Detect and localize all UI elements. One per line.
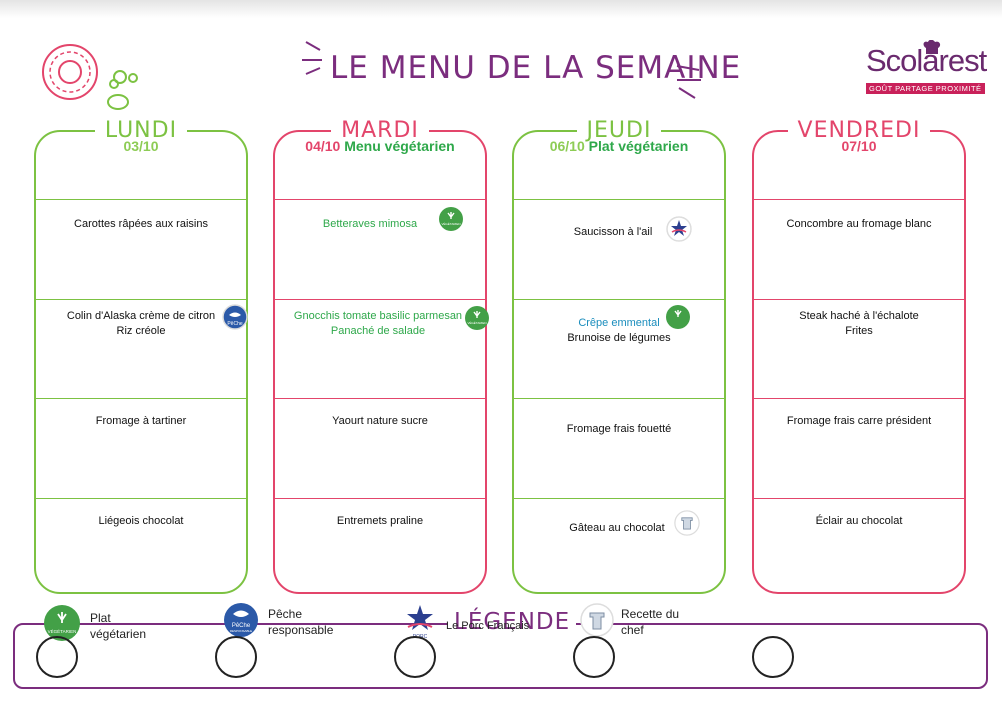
legend-label-line: responsable: [268, 623, 334, 637]
dish-cheese: Fromage frais carre président: [752, 414, 966, 429]
badge-text: PêChe: [232, 623, 251, 629]
day-name: MARDI: [331, 118, 429, 144]
dish-starter: Concombre au fromage blanc: [752, 217, 966, 232]
legend-label-line: végétarien: [90, 627, 147, 641]
legend-label-peche: Pêche responsable: [268, 606, 333, 638]
day-name: JEUDI: [576, 118, 662, 144]
dish-line: Carottes râpées aux raisins: [74, 218, 208, 230]
dish-line: Frites: [845, 325, 873, 337]
badge-text: PêChe: [227, 321, 243, 327]
day-subtitle: 07/10: [752, 138, 966, 154]
brand-logo: Scolarest GOÛT PARTAGE PROXIMITÉ: [866, 40, 987, 96]
peche-responsable-icon: PêChe: [222, 304, 248, 330]
chef-recipe-icon: [580, 603, 614, 637]
dish-starter: Carottes râpées aux raisins: [34, 217, 248, 232]
dish-line: Colin d'Alaska crème de citron: [66, 310, 216, 322]
vegetarian-icon: VÉGÉTARIEN: [44, 605, 80, 641]
dish-line: Saucisson à l'ail: [573, 226, 653, 238]
dish-line: Riz créole: [116, 325, 166, 337]
badge-text: VÉGÉTARIEN: [441, 221, 460, 226]
title-dash-left-icon: [302, 41, 322, 75]
dish-line: Fromage à tartiner: [95, 415, 187, 427]
dish-line: Entremets praline: [336, 515, 424, 527]
badge-text: RESPONSABLE: [230, 629, 252, 633]
chef-recipe-icon: [674, 510, 700, 536]
legend-circle: [215, 636, 257, 678]
dish-cheese: Yaourt nature sucre: [273, 414, 487, 429]
day-name: VENDREDI: [787, 118, 931, 144]
day-theme: Menu végétarien: [344, 138, 455, 154]
day-date: 07/10: [841, 138, 877, 154]
vegetarian-icon: VÉGÉTARIEN: [439, 207, 463, 231]
dish-line: Fromage frais fouetté: [566, 423, 672, 435]
legend-circle: [752, 636, 794, 678]
dish-line: Brunoise de légumes: [567, 332, 671, 344]
peche-responsable-icon: PêChe RESPONSABLE: [224, 603, 258, 637]
dish-line: Éclair au chocolat: [815, 515, 903, 527]
legend-label-vegetarian: Plat végétarien: [90, 610, 146, 642]
dish-line: Betteraves mimosa: [322, 218, 418, 230]
dish-line: Gnocchis tomate basilic parmesan: [293, 310, 463, 322]
dish-starter: Betteraves mimosa: [263, 217, 477, 232]
day-name: LUNDI: [94, 118, 188, 144]
day-subtitle: 03/10: [34, 138, 248, 154]
day-subtitle: 04/10 Menu végétarien: [273, 138, 487, 154]
legend-title: LÉGENDE: [448, 609, 577, 635]
legend-label-line: Plat: [90, 611, 111, 625]
legend-circle: [36, 636, 78, 678]
legend-label-line: chef: [621, 623, 644, 637]
chef-hat-icon: [923, 40, 941, 54]
vegetarian-icon: [666, 305, 690, 329]
brand-tagline: GOÛT PARTAGE PROXIMITÉ: [866, 83, 985, 94]
day-header-lundi: LUNDI 03/10: [34, 118, 248, 154]
legend-label-porc: Le Porc Français: [446, 618, 529, 634]
day-date: 04/10: [305, 138, 341, 154]
dish-starter: Saucisson à l'ail: [506, 225, 720, 240]
day-subtitle: 06/10 Plat végétarien: [512, 138, 726, 154]
porc-francais-icon: [666, 216, 692, 242]
legend-label-chef: Recette du chef: [621, 606, 679, 638]
dish-line: Concombre au fromage blanc: [786, 218, 932, 230]
top-shade: [0, 0, 1002, 18]
plate-icon: [42, 44, 138, 110]
day-header-jeudi: JEUDI 06/10 Plat végétarien: [512, 118, 726, 154]
dish-line: Crêpe emmental: [578, 317, 660, 329]
legend-label-line: Recette du: [621, 607, 680, 621]
porc-francais-icon: PORC: [407, 605, 433, 640]
badge-text: VÉGÉTARIEN: [48, 628, 77, 634]
dish-dessert: Liégeois chocolat: [34, 514, 248, 529]
day-header-mardi: MARDI 04/10 Menu végétarien: [273, 118, 487, 154]
page-title: LE MENU DE LA SEMAINE: [330, 50, 742, 86]
legend-label-line: Le Porc Français: [446, 620, 530, 632]
vegetarian-icon: VÉGÉTARIEN: [465, 306, 489, 330]
dish-line: Fromage frais carre président: [786, 415, 932, 427]
dish-cheese: Fromage à tartiner: [34, 414, 248, 429]
legend-label-line: Pêche: [268, 607, 303, 621]
day-date: 06/10: [549, 138, 585, 154]
legend-circle: [573, 636, 615, 678]
dish-line: Steak haché à l'échalote: [799, 310, 919, 322]
dish-line: Panaché de salade: [330, 325, 426, 337]
dish-line: Yaourt nature sucre: [332, 415, 428, 427]
dish-cheese: Fromage frais fouetté: [512, 422, 726, 437]
dish-line: Liégeois chocolat: [98, 515, 184, 527]
day-theme: Plat végétarien: [588, 138, 689, 154]
day-header-vendredi: VENDREDI 07/10: [752, 118, 966, 154]
dish-dessert: Gâteau au chocolat: [510, 521, 724, 536]
dish-dessert: Éclair au chocolat: [752, 514, 966, 529]
dish-line: Gâteau au chocolat: [569, 522, 665, 534]
dish-dessert: Entremets praline: [273, 514, 487, 529]
legend-circle: [394, 636, 436, 678]
title-dash-right-icon: [676, 65, 701, 99]
day-date: 03/10: [123, 138, 159, 154]
badge-text: VÉGÉTARIEN: [467, 320, 486, 325]
